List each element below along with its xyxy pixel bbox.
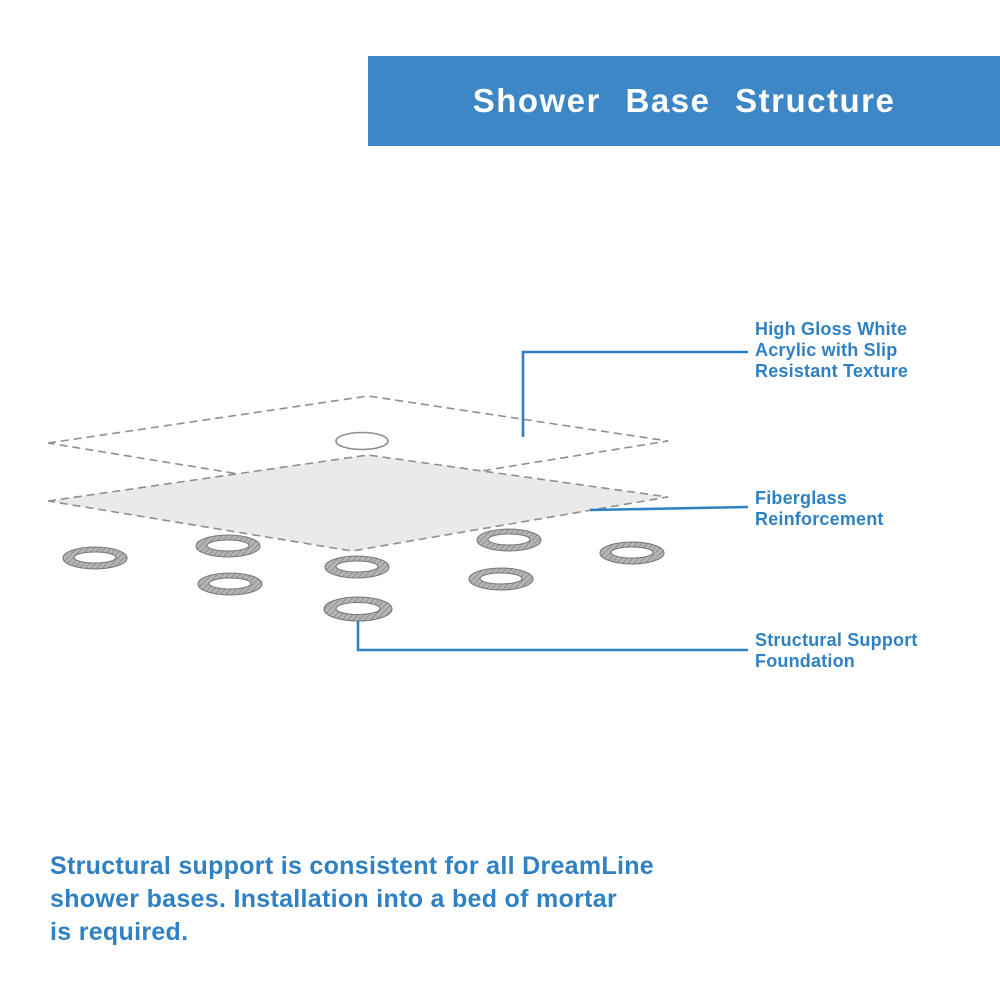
support-ring xyxy=(468,567,534,591)
fiberglass-layer xyxy=(47,454,669,552)
support-rings xyxy=(62,528,665,622)
footer-note: Structural support is consistent for all… xyxy=(50,852,655,946)
drain-hole xyxy=(335,431,389,451)
acrylic-layer xyxy=(47,395,669,493)
page-title: Shower Base Structure xyxy=(472,82,896,119)
title-banner: Shower Base Structure xyxy=(368,56,1000,146)
callout-line-fiberglass xyxy=(589,505,749,512)
callout-label-foundation: Structural Support Foundation xyxy=(755,630,918,671)
callout-line-foundation xyxy=(356,621,748,652)
support-ring xyxy=(324,555,390,579)
callout-label-acrylic: High Gloss White Acrylic with Slip Resis… xyxy=(755,319,909,381)
support-ring xyxy=(195,534,261,558)
support-ring xyxy=(599,541,665,565)
callout-label-fiberglass: Fiberglass Reinforcement xyxy=(755,488,884,529)
support-ring xyxy=(323,596,393,622)
support-ring xyxy=(476,528,542,552)
support-ring xyxy=(62,546,128,570)
support-ring xyxy=(197,572,263,596)
callout-line-acrylic xyxy=(521,350,748,437)
